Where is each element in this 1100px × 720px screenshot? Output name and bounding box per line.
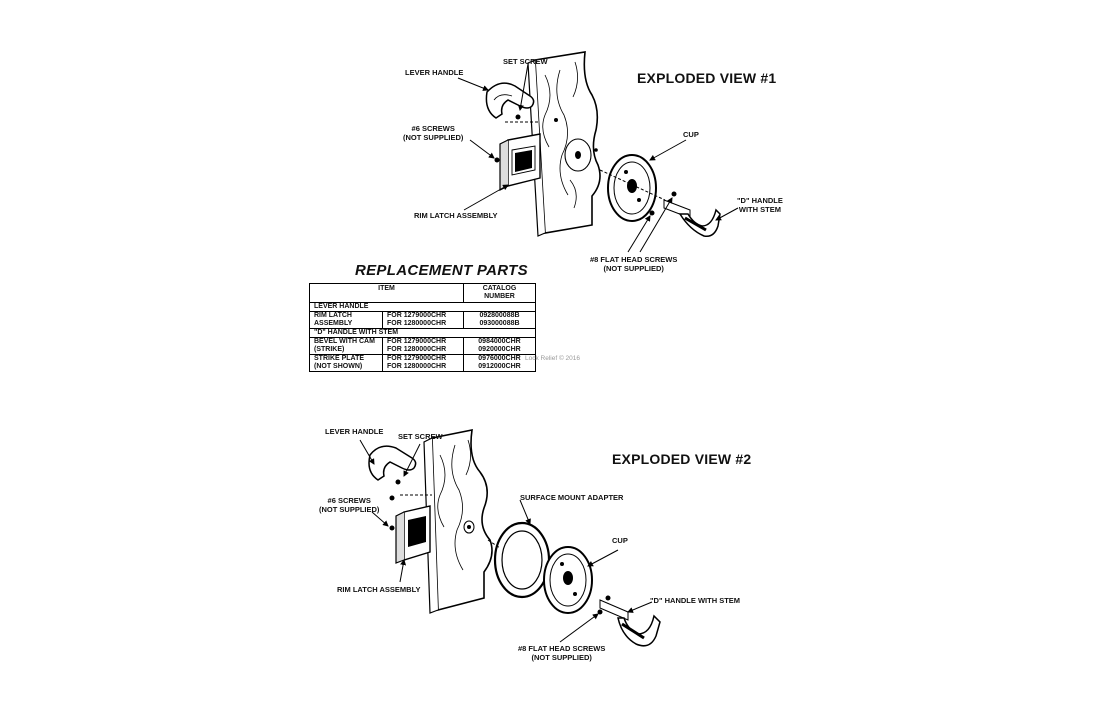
cell-text: (STRIKE) [314, 346, 345, 353]
view1-lever-handle [485, 82, 535, 120]
view1-screws6-label: #6 SCREWS (NOT SUPPLIED) [403, 124, 463, 142]
view2-leaders [359, 439, 653, 643]
view2-set-screw-label: SET SCREW [398, 432, 443, 441]
cell-text: 0912000CHR [478, 363, 521, 370]
cell-text: RIM LATCH [314, 312, 352, 319]
view2-flat-screws-label: #8 FLAT HEAD SCREWS (NOT SUPPLIED) [518, 644, 605, 662]
d-handle-row: "D" HANDLE WITH STEM [309, 328, 536, 338]
view1-leaders [457, 63, 739, 253]
cell-text: 093000088B [479, 320, 520, 327]
view1-flat-screws-label: #8 FLAT HEAD SCREWS (NOT SUPPLIED) [590, 255, 677, 273]
catalog-header: CATALOG NUMBER [463, 283, 536, 303]
view1-flat-screws-note: (NOT SUPPLIED) [603, 264, 664, 273]
view1-d-handle-text2: WITH STEM [738, 205, 781, 214]
view1-cup-label: CUP [683, 130, 699, 139]
view2-d-handle-label: "D" HANDLE WITH STEM [650, 596, 741, 605]
view1-d-handle-text: "D" HANDLE [737, 196, 783, 205]
cell-text: 092800088B [479, 312, 520, 319]
cell-text: BEVEL WITH CAM [314, 338, 375, 345]
view2-rim-latch-label: RIM LATCH ASSEMBLY [337, 585, 421, 594]
view2-door-panel [423, 428, 493, 614]
view2-screws6-text: #6 SCREWS [327, 496, 371, 505]
cell-text: FOR 1279000CHR [387, 312, 447, 319]
cell-text: 0984000CHR [478, 338, 521, 345]
bevel-name: BEVEL WITH CAM(STRIKE) [309, 337, 383, 355]
view2-surface-adapter [493, 521, 551, 599]
view2-flat-screws-note: (NOT SUPPLIED) [531, 653, 592, 662]
cell-text: 0920000CHR [478, 346, 521, 353]
table-row: LEVER HANDLE [309, 302, 536, 312]
cell-text: FOR 1280000CHR [387, 363, 447, 370]
view1-screws6-text: #6 SCREWS [411, 124, 455, 133]
view1-title: EXPLODED VIEW #1 [637, 70, 777, 86]
strike-name: STRIKE PLATE(NOT SHOWN) [309, 354, 383, 372]
view1-rim-latch [499, 133, 541, 191]
view2-rim-latch [395, 505, 431, 564]
view1-d-handle [663, 199, 721, 238]
view2-d-handle [599, 599, 661, 647]
cell-text: FOR 1280000CHR [387, 346, 447, 353]
view2-lever-handle [368, 445, 417, 485]
view2-title: EXPLODED VIEW #2 [612, 451, 752, 467]
view2-cup-label: CUP [612, 536, 628, 545]
cell-text: FOR 1279000CHR [387, 355, 447, 362]
view1-d-handle-label: "D" HANDLE WITH STEM [737, 196, 783, 214]
cell-text: ASSEMBLY [314, 320, 353, 327]
view2-screws6-note: (NOT SUPPLIED) [319, 505, 380, 514]
table-header-row: ITEM CATALOG NUMBER [309, 283, 536, 303]
view2-screws6-label: #6 SCREWS (NOT SUPPLIED) [319, 496, 379, 514]
view1-lever-handle-label: LEVER HANDLE [405, 68, 464, 77]
view2-lever-handle-label: LEVER HANDLE [325, 427, 384, 436]
view2-adapter-label: SURFACE MOUNT ADAPTER [520, 493, 624, 502]
cell-text: FOR 1280000CHR [387, 320, 447, 327]
view2-cup [543, 546, 593, 614]
view1-screws6-note: (NOT SUPPLIED) [403, 133, 464, 142]
table-row: "D" HANDLE WITH STEM [309, 328, 536, 338]
cell-text: STRIKE PLATE [314, 355, 365, 362]
view2-screws [389, 495, 611, 615]
cell-text: (NOT SHOWN) [314, 363, 363, 370]
watermark: Lock Relief © 2016 [525, 355, 581, 362]
view1-cup [607, 154, 657, 222]
cell-text: 0976000CHR [478, 355, 521, 362]
item-header: ITEM [309, 283, 464, 303]
cell-text: FOR 1279000CHR [387, 338, 447, 345]
lever-handle-row: LEVER HANDLE [309, 302, 536, 312]
view2-flat-screws-text: #8 FLAT HEAD SCREWS [518, 644, 606, 653]
view1-screws [494, 157, 677, 216]
view1-rim-latch-label: RIM LATCH ASSEMBLY [414, 211, 498, 220]
replacement-parts-table: ITEM CATALOG NUMBER LEVER HANDLE RIM LAT… [309, 283, 536, 372]
replacement-parts-title: REPLACEMENT PARTS [355, 262, 528, 279]
view1-set-screw-label: SET SCREW [503, 57, 548, 66]
view1-flat-screws-text: #8 FLAT HEAD SCREWS [590, 255, 678, 264]
